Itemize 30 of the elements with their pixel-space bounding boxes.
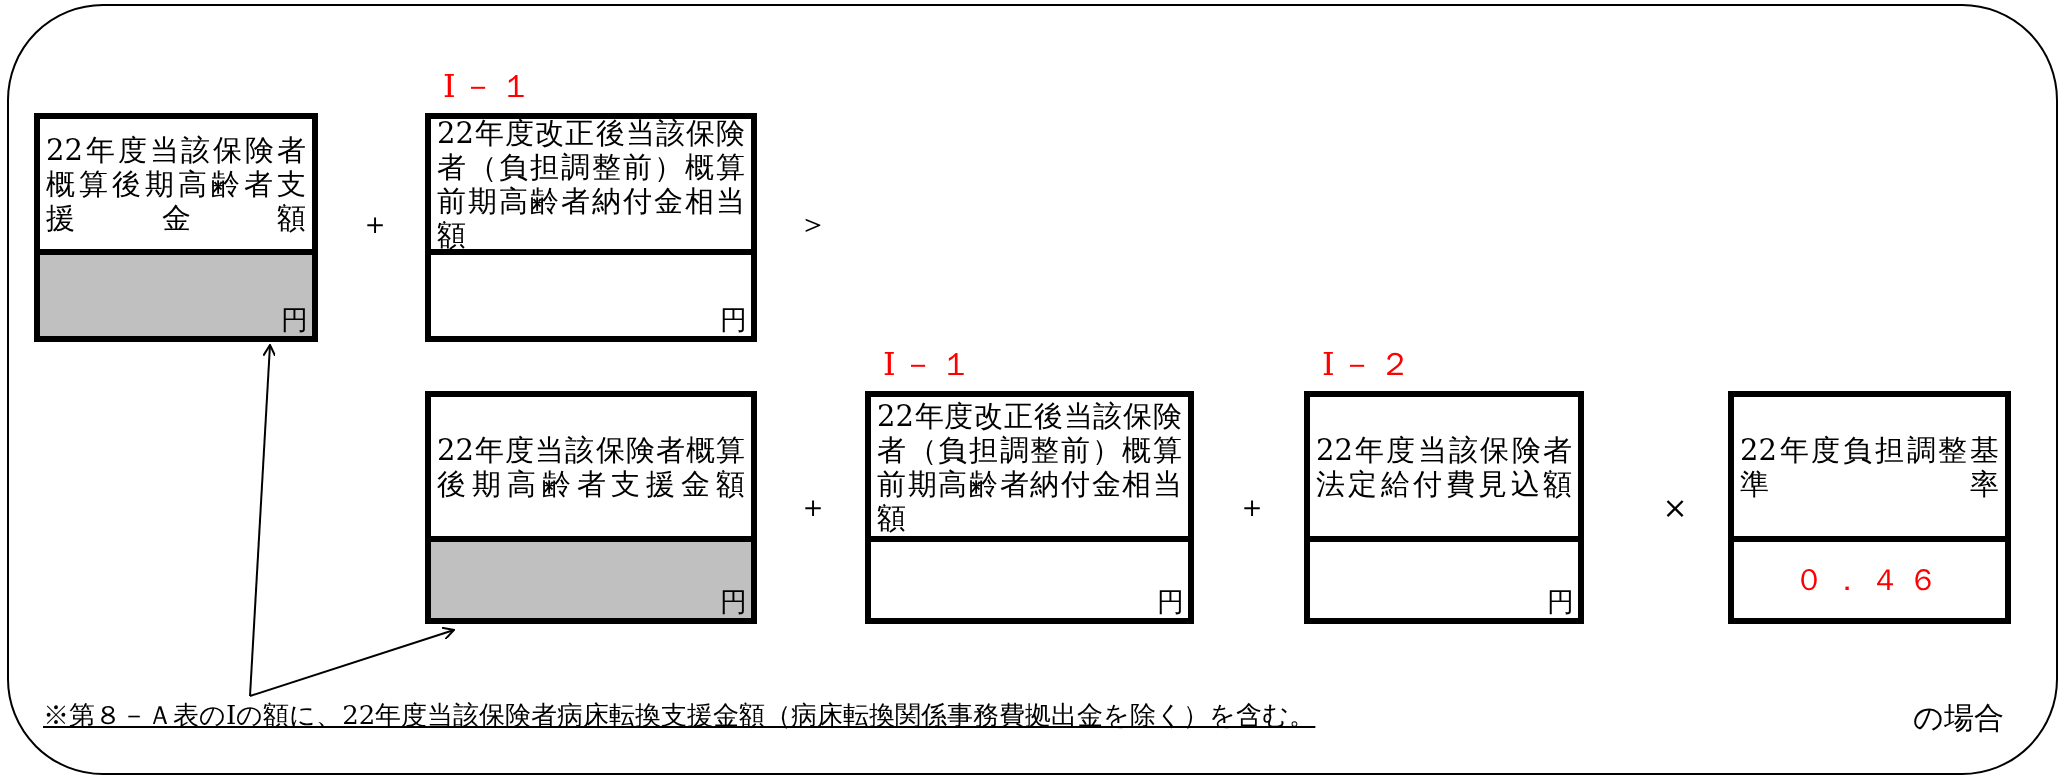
form-box [865,391,1194,624]
footnote-text: ※第８－Ａ表のⅠの額に、22年度当該保険者病床転換支援金額（病床転換関係事務費拠出金を除く）を含む。 [43,698,1316,733]
condition-text: の場合 [1912,698,2004,737]
operator-symbol: ＞ [798,204,828,243]
operator-symbol: ＋ [1237,487,1267,526]
value-text: ０．４６ [1792,560,1947,599]
header-text: 22年度当該保険者概算後期高齢者支援金額 [437,432,745,501]
form-box [34,113,318,342]
reference-code: Ⅰ－１ [443,66,538,107]
operator-symbol: ＋ [798,487,828,526]
unit-text: 円 [1157,586,1184,618]
operator-symbol: × [1662,489,1688,525]
header-text: 22年度改正後当該保険者（負担調整前）概算前期高齢者納付金相当額 [437,116,745,252]
header-text: 22年度改正後当該保険者（負担調整前）概算前期高齢者納付金相当額 [877,398,1182,535]
unit-text: 円 [281,304,308,336]
form-box [425,113,757,342]
operator-symbol: ＋ [360,204,390,243]
header-text: 22年度負担調整基準率 [1740,432,1999,501]
form-box [425,391,757,624]
unit-text: 円 [720,304,747,336]
form-box [1728,391,2011,624]
form-box [1304,391,1584,624]
header-text: 22年度当該保険者法定給付費見込額 [1316,432,1572,501]
arrow [249,344,277,697]
header-text: 22年度当該保険者概算後期高齢者支援金額 [46,133,306,235]
unit-text: 円 [720,586,747,618]
reference-code: Ⅰ－２ [1322,344,1417,385]
arrow [249,626,455,697]
unit-text: 円 [1547,586,1574,618]
reference-code: Ⅰ－１ [883,344,978,385]
